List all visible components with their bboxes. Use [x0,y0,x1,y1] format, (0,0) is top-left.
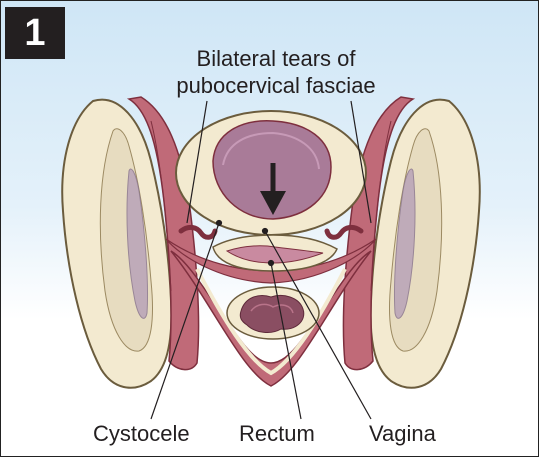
title-line-1: Bilateral tears of [141,45,411,72]
rectum [227,287,319,339]
vagina-label: Vagina [369,421,436,447]
panel-number-badge: 1 [5,7,65,59]
title-line-2: pubocervical fasciae [141,72,411,99]
title-label: Bilateral tears of pubocervical fasciae [141,45,411,99]
rectum-label: Rectum [239,421,315,447]
cystocele-label: Cystocele [93,421,190,447]
